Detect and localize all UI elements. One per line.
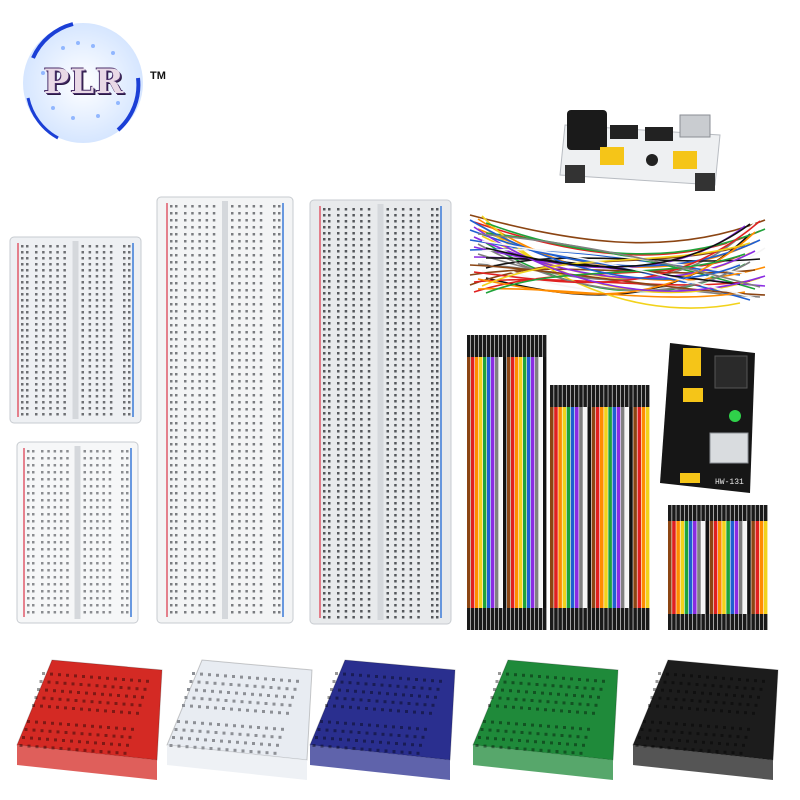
logo-text: PLR: [43, 62, 125, 102]
mini-breadboard: [309, 659, 456, 780]
usb-port-icon: [679, 114, 711, 138]
dupont-ribbon-cable-medium: [550, 385, 650, 630]
dc-jack-icon: [714, 355, 748, 389]
brand-logo: PLR TM: [18, 18, 166, 148]
half-breadboard-bottom: [16, 441, 139, 624]
power-led-icon: [729, 410, 741, 422]
mini-breadboard-row: [16, 659, 779, 780]
full-breadboard-clear: [309, 199, 452, 625]
usb-port-icon: [709, 432, 749, 464]
full-breadboard-white: [156, 196, 294, 624]
mini-breadboard: [16, 659, 163, 780]
jumper-wire-bundle: [469, 214, 766, 309]
power-module-hw131: HW-131: [655, 338, 760, 498]
half-breadboard-top: [9, 236, 142, 424]
power-module-label: HW-131: [715, 478, 744, 487]
mini-breadboard: [166, 659, 313, 780]
power-supply-module-top: [559, 110, 721, 191]
mini-breadboard: [632, 659, 779, 780]
trademark-symbol: TM: [150, 70, 166, 82]
dupont-ribbon-cable-long: [467, 335, 547, 630]
mini-breadboard: [472, 659, 619, 780]
dc-jack-icon: [567, 110, 607, 150]
power-module-board: [660, 343, 755, 493]
logo-circle-icon: [23, 22, 143, 143]
dupont-ribbon-cable-short: [668, 505, 768, 630]
